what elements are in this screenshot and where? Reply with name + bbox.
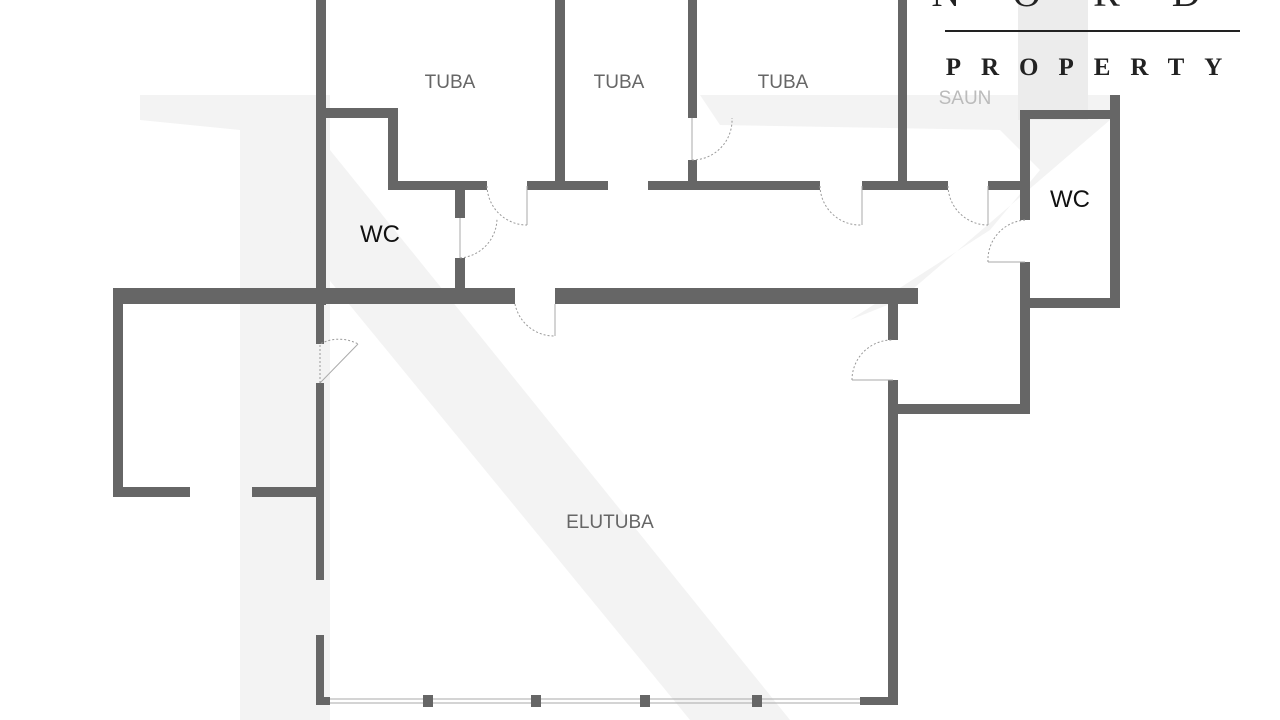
logo-property: PROPERTY bbox=[946, 54, 1243, 81]
room-label-tuba-1: TUBA bbox=[425, 72, 476, 93]
room-label-elutuba: ELUTUBA bbox=[566, 512, 654, 533]
logo-nord: NORD bbox=[931, 0, 1252, 15]
room-label-wc-right: WC bbox=[1050, 186, 1090, 213]
nord-property-logo: NORD PROPERTY bbox=[931, 0, 1252, 81]
walls bbox=[113, 0, 1120, 705]
logo-backdrop bbox=[1018, 0, 1088, 120]
room-label-wc-left: WC bbox=[360, 221, 400, 248]
room-label-tuba-3: TUBA bbox=[758, 72, 809, 93]
window bbox=[330, 695, 860, 707]
doors bbox=[319, 117, 1026, 384]
room-label-tuba-2: TUBA bbox=[594, 72, 645, 93]
room-label-saun: SAUN bbox=[939, 88, 992, 109]
logo-divider bbox=[945, 30, 1240, 32]
